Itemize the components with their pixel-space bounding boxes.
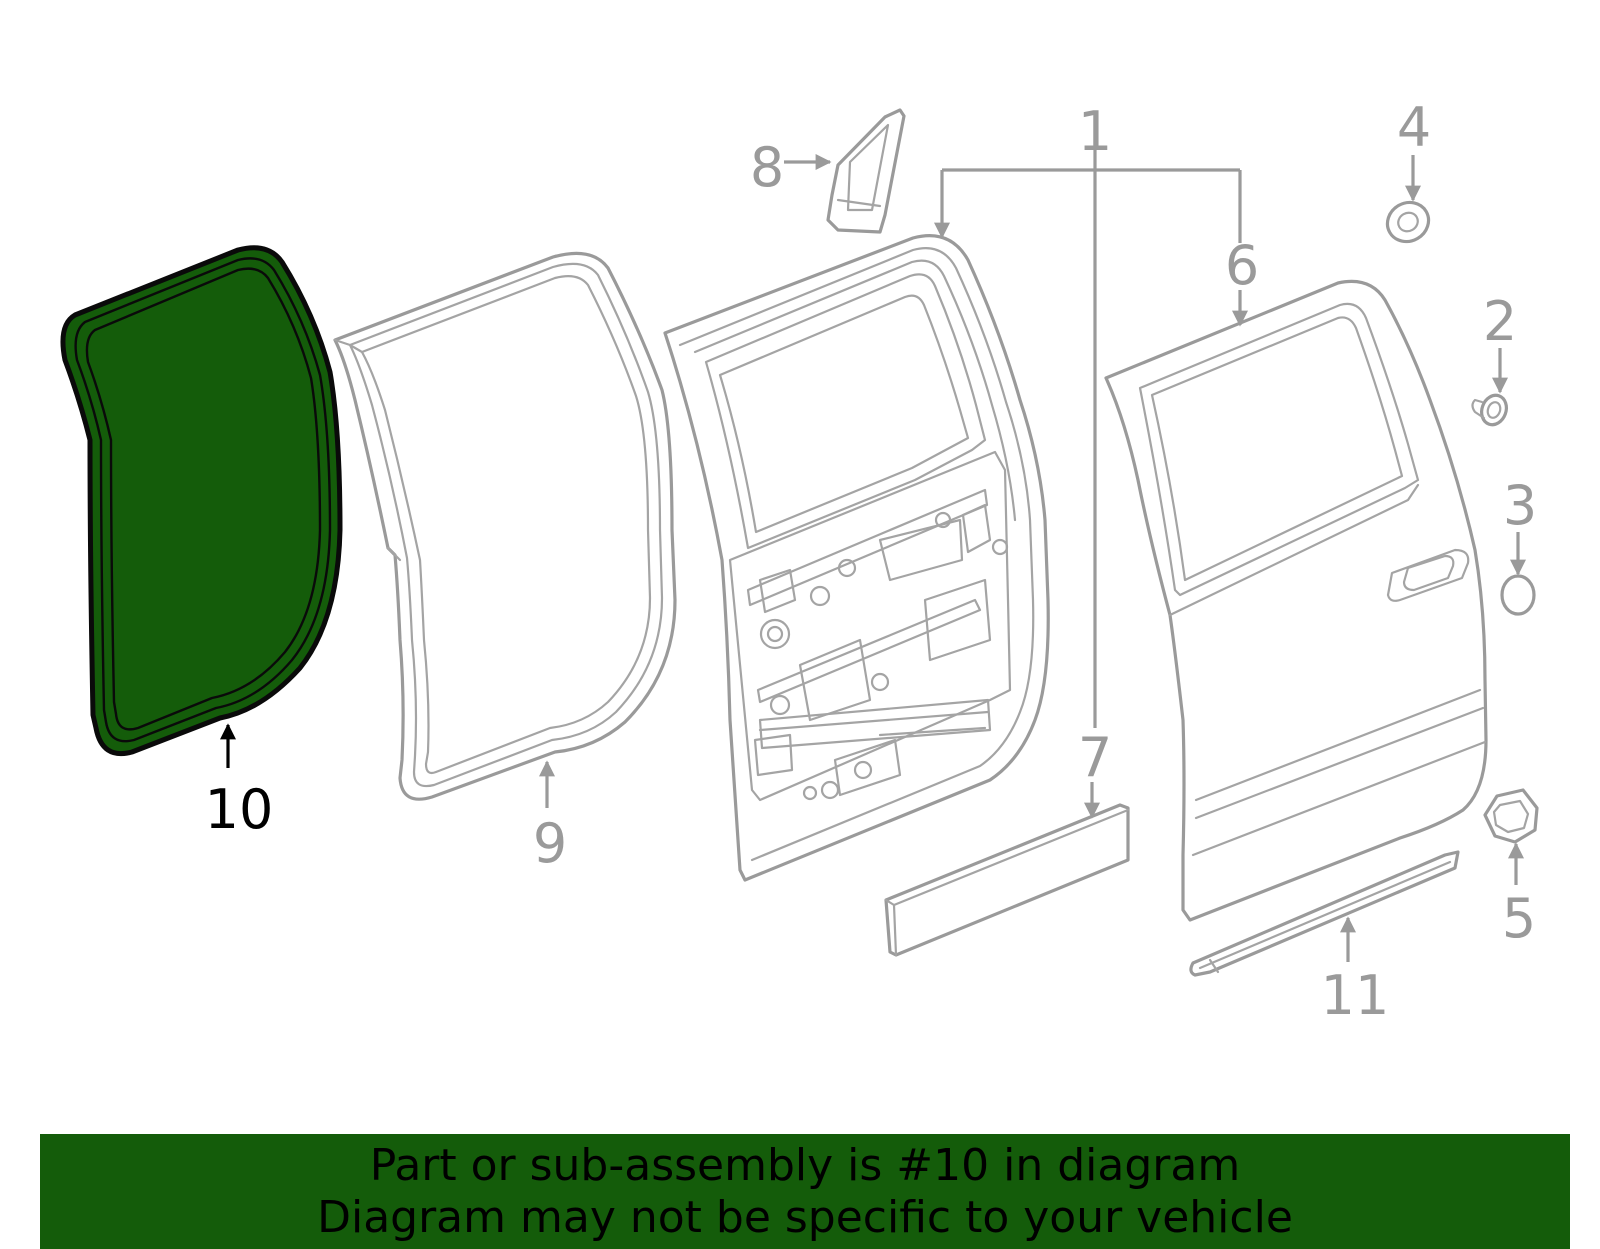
part-7-moulding [884,803,1130,957]
banner-line-1: Part or sub-assembly is #10 in diagram [369,1139,1241,1191]
part-6-outer-door-panel [1104,279,1488,922]
leader-1-bracket [942,150,1242,243]
callout-labels: 10 9 8 1 6 7 4 2 3 5 11 [205,96,1538,1027]
callout-9: 9 [533,812,567,875]
callout-1: 1 [1078,100,1112,163]
callout-3: 3 [1503,474,1537,537]
part-10-weatherstrip-highlighted[interactable] [60,245,343,756]
part-11-lower-moulding [1189,850,1460,977]
callout-11: 11 [1321,964,1390,1027]
part-5-plug [1483,788,1539,844]
callout-8: 8 [750,136,784,199]
leader-lines [220,150,1526,962]
callout-5: 5 [1502,887,1536,950]
callout-2: 2 [1483,290,1517,353]
callout-7: 7 [1078,726,1112,789]
info-banner: Part or sub-assembly is #10 in diagram D… [40,1134,1570,1249]
callout-10: 10 [205,778,274,841]
banner-line-2: Diagram may not be specific to your vehi… [317,1191,1293,1243]
part-9-door-seal [333,251,677,801]
part-1-door-shell [663,234,1050,882]
callout-4: 4 [1397,96,1431,159]
part-2-clip [1471,393,1508,427]
part-4-grommet [1385,200,1431,244]
callout-6: 6 [1225,234,1259,297]
part-8-cover [826,108,906,234]
part-3-ring [1500,574,1536,616]
